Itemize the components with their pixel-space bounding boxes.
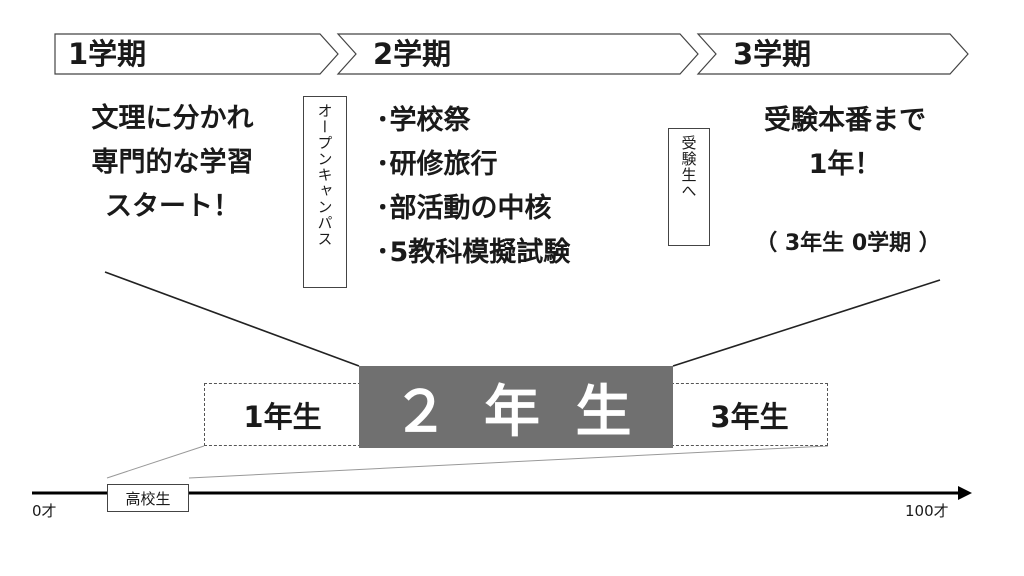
expand-line-right (672, 279, 941, 367)
open-campus-box: オープンキャンパス (303, 96, 347, 288)
zoom-line-left (106, 445, 205, 479)
term-arrow-2 (336, 33, 699, 75)
axis-end-label: 100才 (905, 502, 949, 520)
to-examinee-box: 受験生へ (668, 128, 710, 246)
term-2-item: ･研修旅行 (376, 149, 498, 180)
axis-start-label: 0才 (32, 502, 57, 520)
term-1-line: 文理に分かれ (91, 103, 254, 134)
high-school-box: 高校生 (107, 484, 189, 512)
expand-line-left (104, 271, 360, 367)
term-arrow-3 (696, 33, 969, 75)
year-3-box: 3年生 (671, 383, 828, 446)
term-3-note: （ 3年生 0学期 ） (755, 231, 941, 256)
term-2-events: ･学校祭 ･研修旅行 ･部活動の中核 ･5教科模擬試験 (376, 99, 570, 275)
timeline-arrowhead (958, 486, 972, 500)
term-1-line: スタート！ (105, 191, 240, 222)
term-arrow-1 (54, 33, 339, 75)
term-2-label: 2学期 (373, 37, 452, 71)
term-3-line: 受験本番まで (764, 105, 926, 136)
term-3-label: 3学期 (733, 37, 812, 71)
term-2-item: ･5教科模擬試験 (376, 237, 571, 268)
term-2-item: ･学校祭 (376, 105, 471, 136)
year-2-box: ２ 年 生 (359, 366, 673, 448)
term-2-item: ･部活動の中核 (376, 193, 552, 224)
term-1-label: 1学期 (68, 37, 147, 71)
year-1-box: 1年生 (204, 383, 361, 446)
zoom-line-right (188, 445, 829, 479)
term-1-description: 文理に分かれ 専門的な学習 スタート！ (55, 97, 290, 229)
term-1-line: 専門的な学習 (91, 147, 254, 178)
term-3-description: 受験本番まで 1年！ (725, 99, 965, 187)
term-3-line: 1年！ (808, 149, 882, 180)
